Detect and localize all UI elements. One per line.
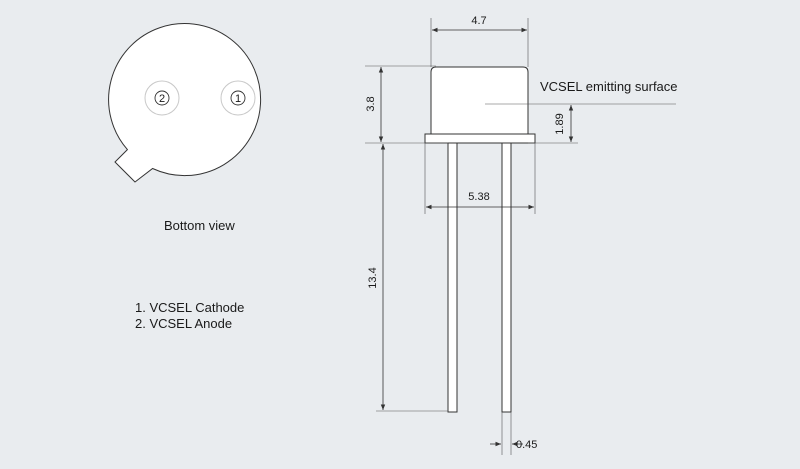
- legend-item-anode: 2. VCSEL Anode: [135, 316, 232, 331]
- legend-item-cathode: 1. VCSEL Cathode: [135, 300, 244, 315]
- side-view: VCSEL emitting surface 4.7 3.8 1.89 5.38…: [365, 15, 678, 455]
- emitting-surface-label: VCSEL emitting surface: [540, 79, 678, 94]
- lead-left: [447, 142, 458, 413]
- lead-right: [501, 142, 512, 413]
- package-cap: [430, 66, 529, 135]
- dim-emitting-height-label: 1.89: [554, 113, 566, 134]
- dim-pin-diameter-label: 0.45: [516, 439, 537, 451]
- pin-2-marker: 2: [144, 80, 180, 116]
- dim-lead-length-label: 13.4: [367, 267, 379, 288]
- pin-2-label: 2: [159, 93, 165, 105]
- pin-legend: 1. VCSEL Cathode 2. VCSEL Anode: [135, 300, 244, 331]
- package-flange: [424, 133, 536, 144]
- pin-1-label: 1: [235, 93, 241, 105]
- dim-cap-width-label: 4.7: [471, 15, 486, 27]
- package-outline-bottom: [108, 23, 262, 183]
- dim-pin-spacing-label: 5.38: [468, 191, 489, 203]
- bottom-view: 2 1 Bottom view: [108, 23, 262, 233]
- dim-cap-height-label: 3.8: [365, 96, 377, 111]
- bottom-view-caption: Bottom view: [164, 218, 235, 233]
- pin-1-marker: 1: [220, 80, 256, 116]
